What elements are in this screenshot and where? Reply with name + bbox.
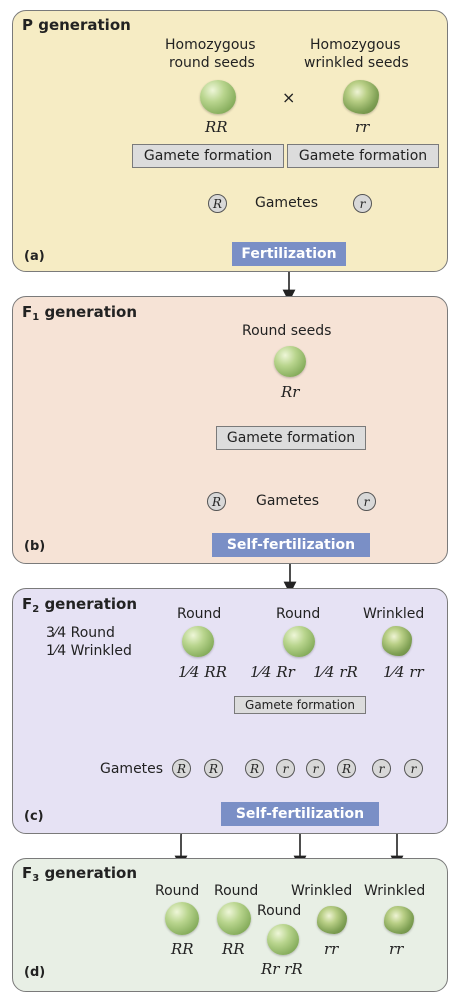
- f2-gamete-formation-box: Gamete formation: [234, 696, 366, 714]
- round-pea-icon: [182, 626, 214, 657]
- wrinkled-pea-icon: [382, 626, 412, 656]
- f2-gamete-2: R: [204, 759, 223, 778]
- f3-genotype-1: RR: [171, 940, 194, 958]
- left-parent-label-2: round seeds: [169, 55, 255, 71]
- gamete-r-dominant: R: [208, 194, 227, 213]
- f3-genotype-5: rr: [389, 940, 404, 958]
- f3-genotype-2: RR: [222, 940, 245, 958]
- f1-gamete-r-dominant: R: [207, 492, 226, 511]
- f3-generation-title: F3 generation: [22, 864, 138, 884]
- panel-a-tag: (a): [24, 249, 45, 264]
- col3-genotype: 1⁄4 rr: [383, 663, 424, 681]
- f2-generation-panel: [12, 588, 448, 834]
- gamete-formation-box-right: Gamete formation: [287, 144, 439, 168]
- right-parent-label-2: wrinkled seeds: [304, 55, 409, 71]
- f3-label-round-1: Round: [155, 883, 200, 899]
- f2-gamete-3: R: [245, 759, 264, 778]
- round-pea-icon: [267, 924, 299, 955]
- f2-gamete-5: r: [306, 759, 325, 778]
- f2-gamete-8: r: [404, 759, 423, 778]
- f3-label-wrinkled-1: Wrinkled: [291, 883, 353, 899]
- f3-label-round-3: Round: [257, 903, 302, 919]
- ratio-wrinkled: 1⁄4 Wrinkled: [46, 643, 132, 659]
- wrinkled-pea-icon: [317, 906, 347, 934]
- f2-generation-title: F2 generation: [22, 595, 138, 615]
- round-pea-icon: [165, 902, 199, 935]
- panel-c-tag: (c): [24, 809, 44, 824]
- f1-gamete-r-recessive: r: [357, 492, 376, 511]
- right-parent-label-1: Homozygous: [310, 37, 401, 53]
- fertilization-label: Fertilization: [232, 242, 346, 266]
- f1-gamete-formation-box: Gamete formation: [216, 426, 366, 450]
- f1-self-fertilization-label: Self-fertilization: [212, 533, 370, 557]
- round-pea-icon: [200, 80, 236, 114]
- round-pea-icon: [217, 902, 251, 935]
- wrinkled-pea-icon: [384, 906, 414, 934]
- right-parent-genotype: rr: [355, 118, 370, 136]
- col2-label: Round: [276, 606, 321, 622]
- f2-gametes-label: Gametes: [100, 761, 164, 777]
- ratio-round: 3⁄4 Round: [46, 625, 115, 641]
- col3-label: Wrinkled: [363, 606, 425, 622]
- panel-b-tag: (b): [24, 539, 46, 554]
- f1-genotype: Rr: [281, 383, 300, 401]
- f3-genotype-4: rr: [324, 940, 339, 958]
- p-generation-panel: [12, 10, 448, 272]
- f2-gamete-7: r: [372, 759, 391, 778]
- p-generation-title: P generation: [22, 16, 131, 34]
- round-pea-icon: [274, 346, 306, 377]
- f2-gamete-1: R: [172, 759, 191, 778]
- f2-gamete-6: R: [337, 759, 356, 778]
- col1-genotype: 1⁄4 RR: [178, 663, 227, 681]
- cross-symbol: ×: [282, 88, 296, 107]
- f1-seed-label: Round seeds: [242, 323, 332, 339]
- wrinkled-pea-icon: [343, 80, 379, 114]
- f3-label-wrinkled-2: Wrinkled: [364, 883, 426, 899]
- f3-label-round-2: Round: [214, 883, 259, 899]
- col1-label: Round: [177, 606, 222, 622]
- col2b-genotype: 1⁄4 rR: [313, 663, 358, 681]
- f2-gamete-4: r: [276, 759, 295, 778]
- f1-generation-title: F1 generation: [22, 303, 138, 323]
- f2-self-fertilization-label: Self-fertilization: [221, 802, 379, 826]
- panel-d-tag: (d): [24, 965, 46, 980]
- gamete-formation-box-left: Gamete formation: [132, 144, 284, 168]
- gamete-r-recessive: r: [353, 194, 372, 213]
- left-parent-genotype: RR: [205, 118, 228, 136]
- gametes-label: Gametes: [255, 195, 319, 211]
- col2a-genotype: 1⁄4 Rr: [250, 663, 295, 681]
- f3-genotype-3: Rr rR: [261, 960, 303, 978]
- f1-gametes-label: Gametes: [256, 493, 320, 509]
- left-parent-label-1: Homozygous: [165, 37, 256, 53]
- round-pea-icon: [283, 626, 315, 657]
